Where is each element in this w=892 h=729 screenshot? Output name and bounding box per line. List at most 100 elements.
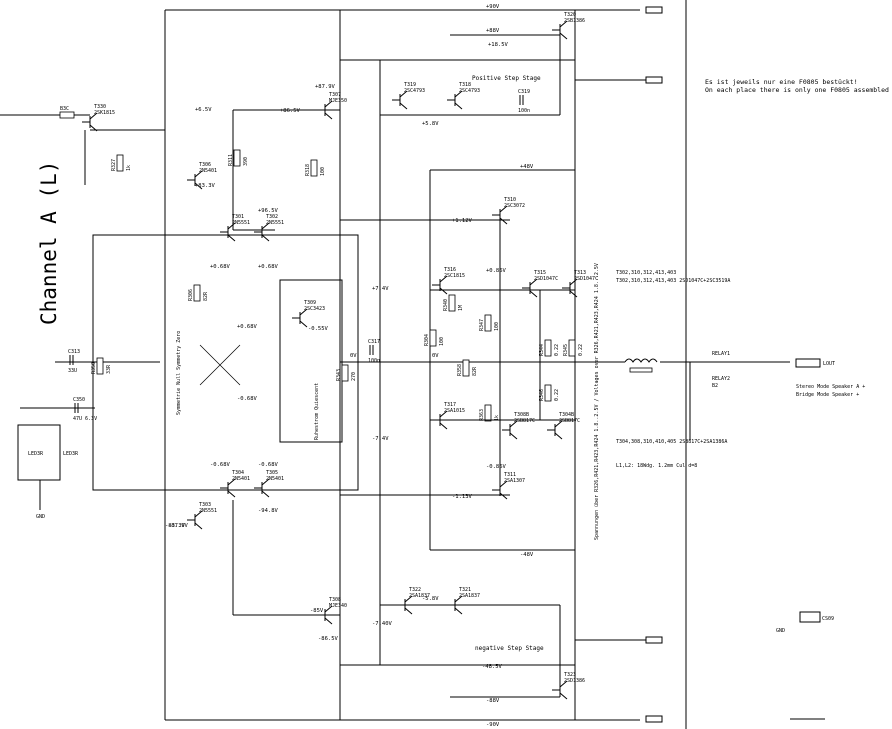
net-voltage-label: +0.68V (258, 264, 279, 270)
transistor-ref: T306 (199, 162, 211, 168)
transistor-ref: T308B (514, 412, 529, 418)
capacitor-ref: C313 (68, 349, 80, 355)
resistor-ref: R327 (111, 159, 117, 171)
relay2-label: RELAY2 (712, 376, 730, 382)
resistor-ref: R363 (479, 409, 485, 421)
transistor-part: 2SC4793 (404, 88, 425, 94)
resistor-ref: R358 (457, 364, 463, 376)
led-box (17, 424, 61, 481)
conn-bottom (645, 715, 663, 723)
rail-voltage-label: -86.5V (318, 636, 339, 642)
capacitor-value: 100n (518, 108, 530, 114)
rail-label-48: +48V (520, 164, 534, 170)
note-en: On each place there is only one F0805 as… (705, 86, 889, 94)
transistor-ref: T321 (459, 587, 471, 593)
symmetry-label: Symmetrie Null Symmetry Zero (176, 331, 182, 415)
rail-label-m88: -88V (486, 698, 500, 704)
transistor-ref: T322 (409, 587, 421, 593)
transistor-part: 2SK1815 (94, 110, 115, 116)
output-resistor (629, 367, 653, 373)
capacitor-value: 100n (368, 358, 380, 364)
cross-wire-b (199, 344, 241, 386)
channel-title: Channel A (L) (37, 161, 61, 325)
transistor-part: 2N5401 (199, 168, 217, 174)
resistor-value: 0.22 (554, 344, 560, 356)
transistor-part: MJE340 (329, 603, 347, 609)
capacitor-value: 47U 6.3V (73, 416, 97, 422)
resistor-value: 0.22 (554, 389, 560, 401)
transistor-part: MJE350 (329, 98, 347, 104)
transistor-ref: T316 (444, 267, 456, 273)
note-de: Es ist jeweils nur eine F0805 bestückt! (705, 78, 858, 86)
transistor-list-top-1: T302,310,312,413,403 (616, 270, 676, 276)
transistor-list-bottom: T304,308,310,410,405 2SB817C+2SA1386A (616, 439, 727, 445)
conn-top (645, 6, 663, 14)
net-voltage-label: -0.68V (237, 396, 258, 402)
capacitor-value: 33U (68, 368, 77, 374)
r327 (59, 111, 75, 119)
transistor-ref: T301 (232, 214, 244, 220)
resistor-value: 82R (472, 366, 478, 376)
resistor-ref: R306 (188, 289, 194, 301)
resistor-ref: R345 (563, 344, 569, 356)
transistor-part: 2SC4793 (459, 88, 480, 94)
gnd-label: GND (776, 628, 785, 634)
quiescent-box (279, 279, 343, 443)
net-voltage-label: +96.5V (258, 208, 279, 214)
resistor-ref: R347 (479, 319, 485, 331)
transistor-part: 2SC1815 (444, 273, 465, 279)
net-0v-a: 0V (350, 353, 357, 359)
transistor-part: 2SB1386 (564, 18, 585, 24)
resistor-ref: R350 (91, 362, 97, 374)
net-label-group: +0.68V+0.68V+0.68V-0.68V-0.68V-0.68V+96.… (165, 84, 507, 642)
bridge-mode-label: Bridge Mode Speaker + (796, 392, 859, 398)
quiescent-label: Ruhestrom Quiescent (314, 383, 320, 440)
net-voltage-label: -7.4V (372, 436, 389, 442)
resistor-r347: R347 100 (479, 314, 500, 332)
capacitor-ref: C319 (518, 89, 530, 95)
resistor-r344: R344 0.22 (539, 339, 560, 357)
resistor-ref: R343 (336, 369, 342, 381)
stereo-mode-label: Stereo Mode Speaker A + (796, 384, 865, 390)
net-voltage-label: -0.68V (210, 462, 231, 468)
coil-note: L1,L2: 18Wdg. 1.2mm Cul d=8 (616, 463, 697, 469)
net-voltage-label: +0.68V (210, 264, 231, 270)
conn-88 (645, 76, 663, 84)
net-voltage-label: -94.8V (258, 508, 279, 514)
resistor-value: 100 (494, 322, 500, 331)
transistor-part: 2N5551 (199, 508, 217, 514)
transistor-part: 2N5551 (266, 220, 284, 226)
resistor-r363: R363 1k (479, 404, 500, 422)
transistor-part: 2SA1015 (444, 408, 465, 414)
relay1-label: RELAY1 (712, 351, 730, 357)
transistor-ref: T308 (329, 597, 341, 603)
lout-label: LOUT (823, 361, 835, 367)
voltage-note: Spannungen über R326,R421,R423,R424 1.8.… (594, 263, 600, 540)
resistor-ref: R344 (539, 344, 545, 356)
lout-connector (795, 358, 821, 368)
positive-stage-label: Positive Step Stage (472, 75, 541, 82)
transistor-ref: T307 (329, 92, 341, 98)
resistor-value: 1k (494, 415, 500, 421)
net-voltage-label: +7.4V (372, 286, 389, 292)
negative-stage-label: negative Step Stage (475, 645, 544, 652)
transistor-part: 2SA1307 (504, 478, 525, 484)
